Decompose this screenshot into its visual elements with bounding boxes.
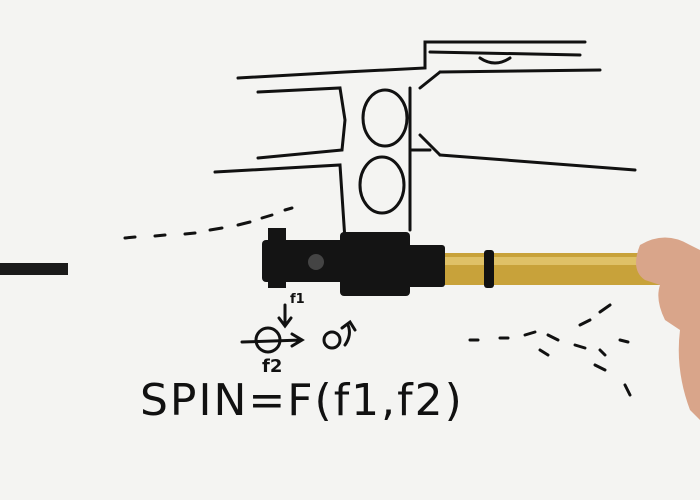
force-label-f2: f2 — [262, 356, 283, 377]
force-label-f1: f1 — [290, 292, 305, 307]
spin-formula: SPIN=F(f1,f2) — [140, 375, 464, 426]
hopup-chamber-sketch — [123, 40, 637, 397]
hand — [636, 237, 700, 420]
barrel-o-ring — [484, 250, 494, 288]
inner-barrel-stub — [0, 263, 68, 275]
hopup-chamber — [262, 228, 445, 296]
